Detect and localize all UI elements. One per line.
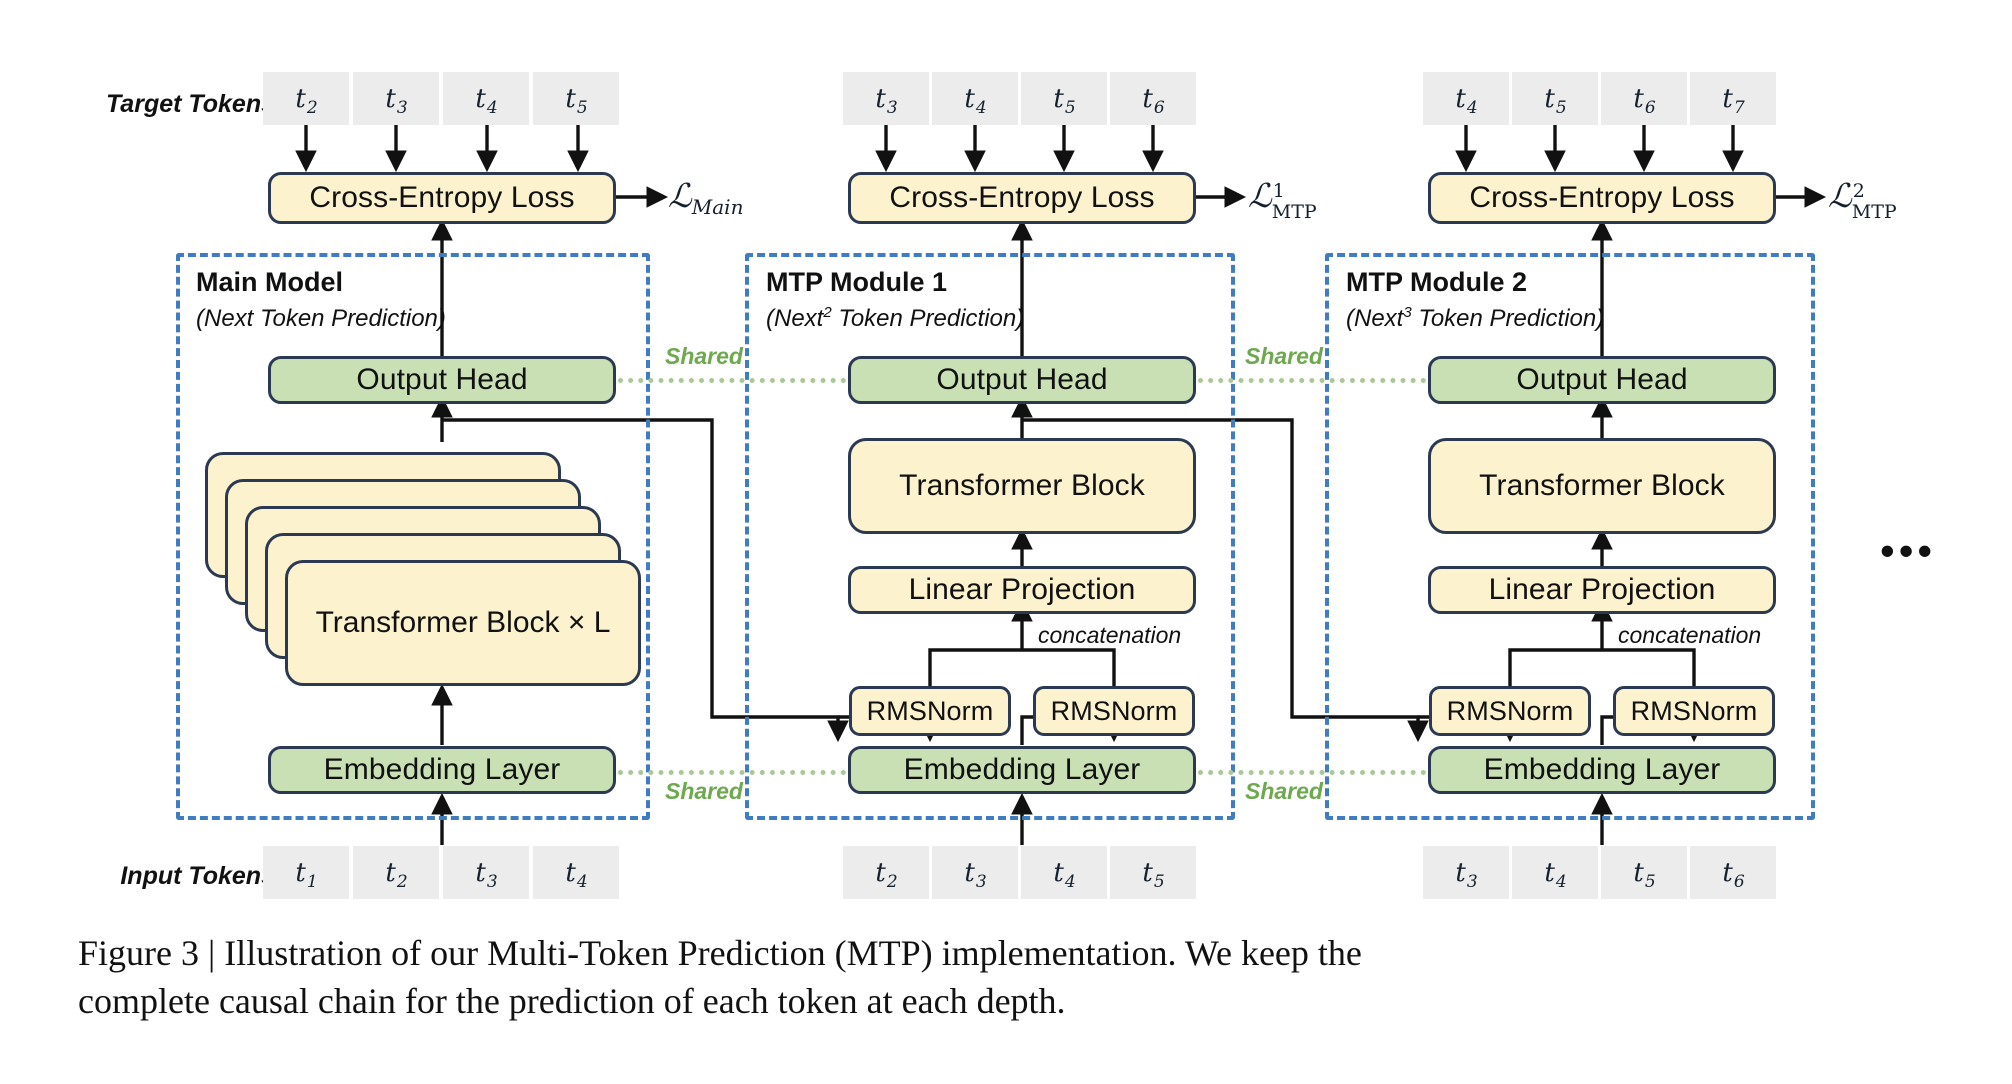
input-token-cell: t3 [443, 846, 529, 899]
module-subtitle-main: (Next Token Prediction) [196, 304, 446, 333]
shared-label-embedding-2: Shared [1245, 778, 1323, 804]
target-token-cell: t6 [1601, 72, 1687, 125]
target-token-cell: t5 [1021, 72, 1107, 125]
target-token-cell: t4 [932, 72, 1018, 125]
transformer-block-stack-main: Transformer Block × L [205, 452, 655, 692]
target-token-cell: t4 [443, 72, 529, 125]
figure-caption: Figure 3 | Illustration of our Multi-Tok… [78, 930, 1948, 1025]
concatenation-label-mtp2: concatenation [1618, 622, 1762, 648]
input-token-cell: t2 [353, 846, 439, 899]
module-subtitle-pre: (Next [1346, 305, 1404, 332]
embedding-layer-mtp1: Embedding Layer [848, 746, 1196, 794]
shared-label-embedding-1: Shared [665, 778, 743, 804]
cross-entropy-loss-box: Cross-Entropy Loss [848, 172, 1196, 224]
target-token-cell: t5 [533, 72, 619, 125]
module-subtitle-mtp1: (Next2 Token Prediction) [766, 304, 1024, 333]
rmsnorm-left-mtp2: RMSNorm [1429, 686, 1591, 736]
module-subtitle-post: Token Prediction) [831, 305, 1025, 332]
shared-connector-output-head-2 [1198, 378, 1426, 383]
shared-connector-output-head-1 [618, 378, 846, 383]
input-token-cell: t5 [1601, 846, 1687, 899]
transformer-block-mtp1: Transformer Block [848, 438, 1196, 534]
input-token-cell: t3 [1423, 846, 1509, 899]
cross-entropy-loss-box: Cross-Entropy Loss [1428, 172, 1776, 224]
rmsnorm-right-mtp1: RMSNorm [1033, 686, 1195, 736]
input-tokens-label: Input Tokens [120, 862, 275, 890]
module-subtitle-pre: (Next [766, 305, 824, 332]
transformer-block-mtp2: Transformer Block [1428, 438, 1776, 534]
concatenation-label-mtp1: concatenation [1038, 622, 1182, 648]
caption-line-2: complete causal chain for the prediction… [78, 980, 1066, 1021]
input-token-cell: t4 [533, 846, 619, 899]
input-token-cell: t1 [263, 846, 349, 899]
shared-label-output-head-1: Shared [665, 343, 743, 369]
input-token-cell: t6 [1690, 846, 1776, 899]
loss-symbol-main: ℒMain [668, 176, 744, 219]
input-token-cell: t4 [1021, 846, 1107, 899]
linear-projection-mtp2: Linear Projection [1428, 566, 1776, 614]
input-token-cell: t4 [1512, 846, 1598, 899]
output-head-mtp1: Output Head [848, 356, 1196, 404]
module-title-mtp1: MTP Module 1 [766, 267, 948, 297]
rmsnorm-left-mtp1: RMSNorm [849, 686, 1011, 736]
module-subtitle-sup: 2 [823, 304, 832, 321]
target-token-cell: t3 [353, 72, 439, 125]
module-subtitle-sup: 3 [1403, 304, 1412, 321]
caption-line-1: Figure 3 | Illustration of our Multi-Tok… [78, 933, 1362, 973]
linear-projection-mtp1: Linear Projection [848, 566, 1196, 614]
module-title-mtp2: MTP Module 2 [1346, 267, 1528, 297]
embedding-layer-mtp2: Embedding Layer [1428, 746, 1776, 794]
target-token-cell: t3 [843, 72, 929, 125]
module-subtitle-mtp2: (Next3 Token Prediction) [1346, 304, 1604, 333]
target-token-cell: t7 [1690, 72, 1776, 125]
module-subtitle-pre: (Next [196, 305, 254, 332]
transformer-block-main: Transformer Block × L [285, 560, 641, 686]
output-head-main: Output Head [268, 356, 616, 404]
shared-label-output-head-2: Shared [1245, 343, 1323, 369]
cross-entropy-loss-box: Cross-Entropy Loss [268, 172, 616, 224]
continuation-ellipsis: ••• [1880, 527, 1937, 574]
target-token-cell: t4 [1423, 72, 1509, 125]
target-token-cell: t2 [263, 72, 349, 125]
module-title-main: Main Model [196, 267, 343, 297]
target-token-cell: t5 [1512, 72, 1598, 125]
module-frame-mtp2 [1325, 253, 1815, 820]
output-head-mtp2: Output Head [1428, 356, 1776, 404]
embedding-layer-main: Embedding Layer [268, 746, 616, 794]
target-token-cell: t6 [1110, 72, 1196, 125]
shared-connector-embedding-2 [1198, 770, 1426, 775]
module-subtitle-post: Token Prediction) [1411, 305, 1605, 332]
module-subtitle-post: Token Prediction) [253, 305, 446, 332]
input-token-cell: t3 [932, 846, 1018, 899]
target-tokens-label: Target Tokens [105, 90, 275, 118]
rmsnorm-right-mtp2: RMSNorm [1613, 686, 1775, 736]
shared-connector-embedding-1 [618, 770, 846, 775]
module-frame-mtp1 [745, 253, 1235, 820]
module-frame-main [176, 253, 650, 820]
input-token-cell: t2 [843, 846, 929, 899]
input-token-cell: t5 [1110, 846, 1196, 899]
